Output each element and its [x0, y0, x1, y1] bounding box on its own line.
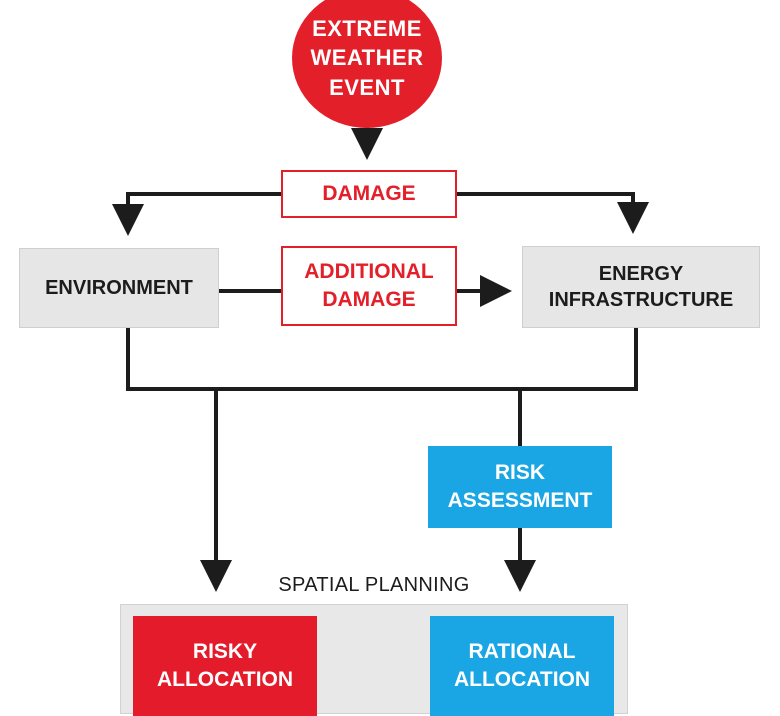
- additional-damage-node: ADDITIONAL DAMAGE: [281, 246, 457, 326]
- line-damage-to-energy: [457, 192, 649, 234]
- line-merge-bus: [126, 328, 638, 391]
- environment-node: ENVIRONMENT: [19, 248, 219, 328]
- line-damage-to-environment: [112, 192, 281, 236]
- flow-connectors: [112, 118, 649, 592]
- risk-assessment-node: RISK ASSESSMENT: [428, 446, 612, 528]
- risky-allocation-node: RISKY ALLOCATION: [133, 616, 317, 716]
- spatial-planning-label: SPATIAL PLANNING: [278, 574, 470, 596]
- damage-node: DAMAGE: [281, 170, 457, 218]
- energy-infrastructure-node: ENERGY INFRASTRUCTURE: [522, 246, 760, 328]
- rational-allocation-node: RATIONAL ALLOCATION: [430, 616, 614, 716]
- extreme-weather-event-node: EXTREME WEATHER EVENT: [292, 0, 442, 128]
